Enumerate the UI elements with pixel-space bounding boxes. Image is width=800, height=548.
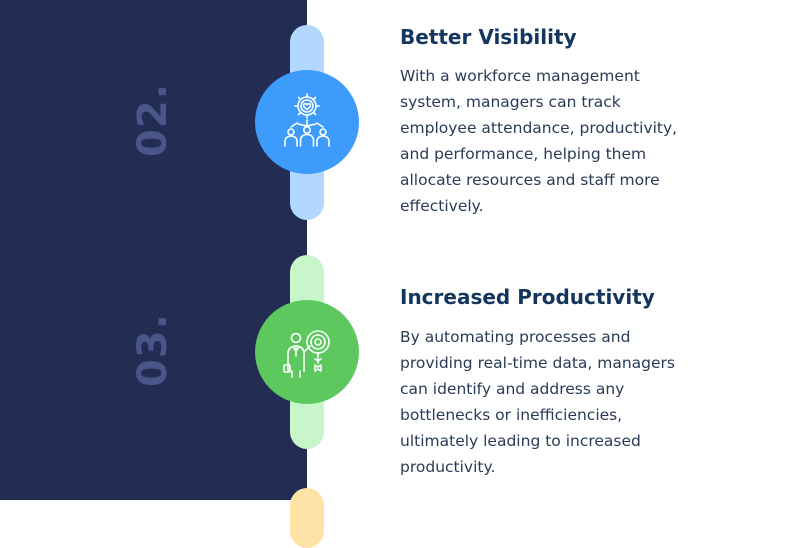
step-description-02: With a workforce management system, mana… — [400, 67, 678, 215]
team-heart-badge-icon — [284, 93, 330, 147]
businessman-target-icon — [283, 330, 330, 378]
step-title-03: Increased Productivity — [400, 285, 655, 309]
timeline-pill-04 — [290, 488, 324, 548]
step-description-03: By automating processes and providing re… — [400, 328, 675, 476]
left-sidebar-panel — [0, 0, 307, 500]
step-number-02: 02. — [130, 83, 176, 157]
step-title-02: Better Visibility — [400, 25, 577, 49]
step-circle-02 — [255, 70, 359, 174]
step-number-03: 03. — [130, 313, 176, 387]
step-circle-03 — [255, 300, 359, 404]
